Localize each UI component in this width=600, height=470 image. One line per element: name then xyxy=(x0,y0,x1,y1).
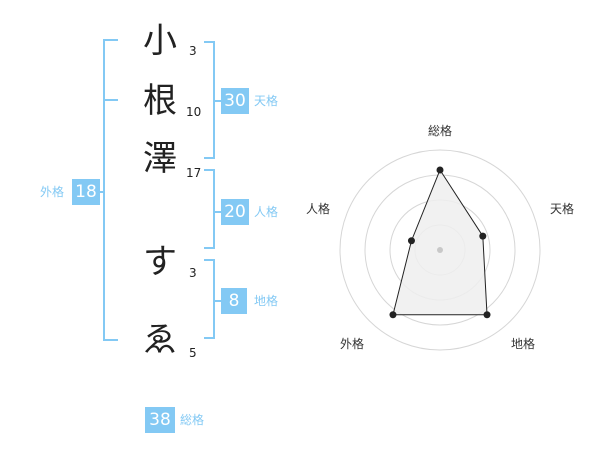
stroke-count-4: 3 xyxy=(189,266,197,280)
radar-point-1 xyxy=(479,232,487,240)
stroke-count-1: 3 xyxy=(189,44,197,58)
radar-point-0 xyxy=(436,166,444,174)
jinkaku-label: 人格 xyxy=(254,205,279,219)
tenkaku-label: 天格 xyxy=(254,94,279,108)
soukaku-label: 総格 xyxy=(180,413,205,427)
radar-point-4 xyxy=(407,237,415,245)
chikaku-value-badge: 8 xyxy=(221,288,247,314)
name-char-1: 小 xyxy=(143,21,177,61)
name-char-2: 根 xyxy=(143,81,177,121)
chikaku-bracket xyxy=(204,259,215,339)
name-char-4: す xyxy=(143,242,177,282)
stroke-count-3: 17 xyxy=(186,166,202,180)
radar-center-dot xyxy=(437,247,443,253)
radar-point-2 xyxy=(483,311,491,319)
name-char-3: 澤 xyxy=(143,139,177,179)
radar-axis-label-chikaku: 地格 xyxy=(511,337,536,351)
jinkaku-bracket xyxy=(204,169,215,249)
gaikaku-label: 外格 xyxy=(40,185,65,199)
radar-axis-label-jinkaku: 人格 xyxy=(306,202,331,216)
radar-data-polygon xyxy=(392,168,488,316)
stroke-count-2: 10 xyxy=(186,105,202,119)
stroke-count-5: 5 xyxy=(189,346,197,360)
radar-ring-4 xyxy=(339,149,541,351)
radar-axis-label-soukaku: 総格 xyxy=(428,124,453,138)
radar-point-3 xyxy=(389,311,397,319)
gaikaku-bracket xyxy=(103,39,118,341)
name-char-5: ゑ xyxy=(143,320,177,360)
tenkaku-value-badge: 30 xyxy=(221,88,249,114)
gaikaku-value-badge: 18 xyxy=(72,179,100,205)
chikaku-label: 地格 xyxy=(254,294,279,308)
radar-axis-label-tenkaku: 天格 xyxy=(550,202,575,216)
soukaku-value-badge: 38 xyxy=(145,407,175,433)
radar-axis-label-gaikaku: 外格 xyxy=(340,337,365,351)
jinkaku-value-badge: 20 xyxy=(221,199,249,225)
